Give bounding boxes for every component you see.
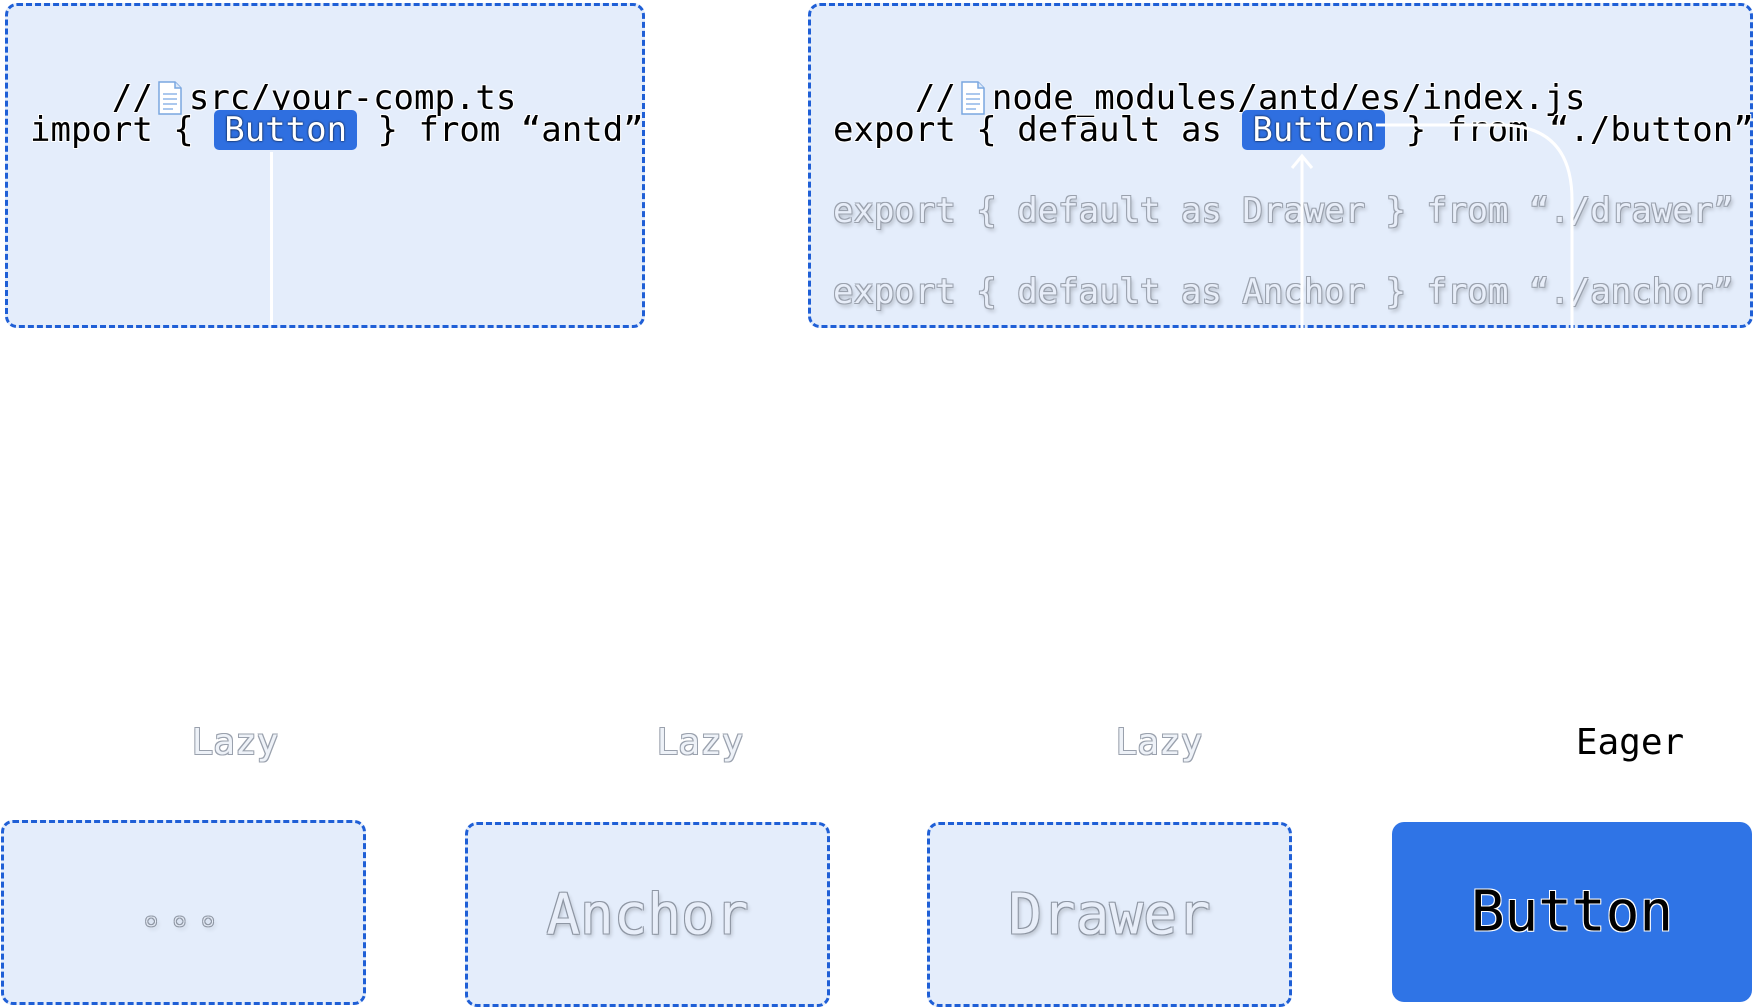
file-icon bbox=[157, 80, 183, 115]
export-button-line: export { default as Button } from “./but… bbox=[833, 106, 1754, 154]
import-connector-line bbox=[270, 152, 273, 325]
import-prefix: import { bbox=[30, 110, 215, 150]
chunk-anchor: Anchor bbox=[465, 822, 830, 1007]
import-suffix: } from “antd” bbox=[357, 110, 644, 150]
chunk-more: ◦◦◦ bbox=[1, 820, 366, 1005]
chunk-button-text: Button bbox=[1470, 879, 1674, 945]
file-icon bbox=[960, 80, 986, 115]
chunk-button: Button bbox=[1392, 822, 1752, 1002]
chunk-label-drawer: Lazy bbox=[1115, 722, 1203, 763]
export-anchor-line: export { default as Anchor } from “./anc… bbox=[833, 272, 1734, 312]
comment-prefix: // bbox=[914, 78, 956, 118]
chunk-label-button: Eager bbox=[1575, 722, 1685, 763]
source-file-panel: //src/your-comp.ts import { Button } fro… bbox=[5, 3, 645, 328]
imported-button-token: Button bbox=[214, 110, 358, 150]
exported-button-token: Button bbox=[1242, 110, 1386, 150]
export-suffix: } from “./button” bbox=[1385, 110, 1754, 150]
chunk-drawer-text: Drawer bbox=[1008, 882, 1211, 947]
chunk-more-text: ◦◦◦ bbox=[140, 903, 227, 944]
index-file-panel: //node_modules/antd/es/index.js export {… bbox=[808, 3, 1754, 328]
export-prefix: export { default as bbox=[833, 110, 1243, 150]
chunk-label-anchor: Lazy bbox=[656, 722, 744, 763]
chunk-anchor-text: Anchor bbox=[546, 882, 749, 947]
chunk-label-more: Lazy bbox=[191, 722, 279, 763]
export-drawer-line: export { default as Drawer } from “./dra… bbox=[833, 191, 1734, 231]
import-statement: import { Button } from “antd” bbox=[30, 106, 644, 154]
comment-prefix: // bbox=[111, 78, 153, 118]
chunk-drawer: Drawer bbox=[927, 822, 1292, 1007]
